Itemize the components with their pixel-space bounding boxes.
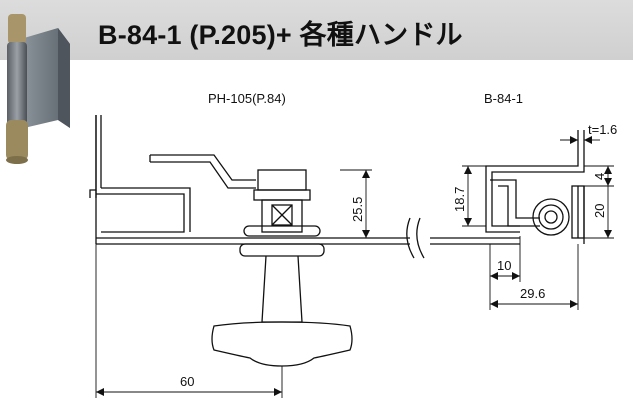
hinge-product-image xyxy=(6,14,70,164)
label-left-part: PH-105(P.84) xyxy=(208,91,286,106)
dim-60: 60 xyxy=(180,374,194,389)
dim-18-7: 18.7 xyxy=(452,187,467,212)
dim-29-6: 29.6 xyxy=(520,286,545,301)
label-right-part: B-84-1 xyxy=(484,91,524,106)
dim-thickness: t=1.6 xyxy=(588,122,617,137)
dim-10: 10 xyxy=(497,258,511,273)
header-bar xyxy=(0,0,633,60)
dim-4: 4 xyxy=(592,173,607,180)
dim-20: 20 xyxy=(592,204,607,218)
dim-25-5: 25.5 xyxy=(350,197,365,222)
page-title: B-84-1 (P.205)+ 各種ハンドル xyxy=(98,20,463,50)
